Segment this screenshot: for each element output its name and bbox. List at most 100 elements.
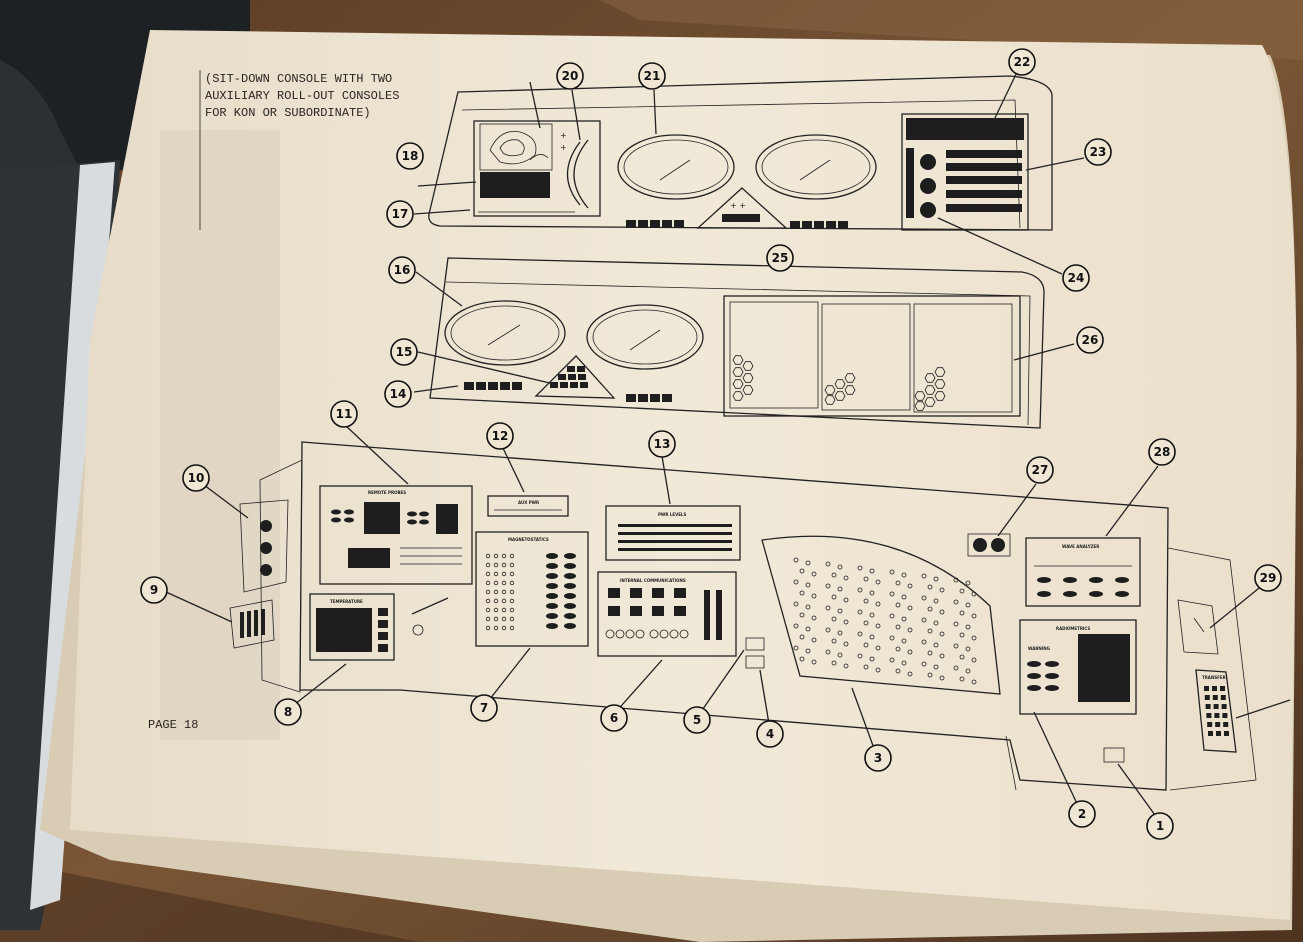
callout-2: 2 [1068,800,1096,828]
callout-number: 11 [336,407,353,421]
callout-12: 12 [486,422,514,450]
internal-communications-panel: INTERNAL COMMUNICATIONS [597,571,737,657]
callout-25: 25 [766,244,794,272]
callout-number: 12 [492,429,509,443]
right-wing-slot-panel [1177,599,1219,655]
callout-number: 18 [402,149,419,163]
transfer-label: TRANSFER [1202,675,1226,680]
callout-24: 24 [1062,264,1090,292]
callout-16: 16 [388,256,416,284]
callout-number: 23 [1090,145,1107,159]
callout-26: 26 [1076,326,1104,354]
callout-number: 3 [874,751,882,765]
callout-number: 1 [1156,819,1164,833]
bleed-through-text [160,130,280,740]
callout-15: 15 [390,338,418,366]
callout-28: 28 [1148,438,1176,466]
callout-leader-lines [165,69,1291,823]
callout-number: 27 [1032,463,1049,477]
middle-triangle-keypad [534,355,616,399]
pwr-levels-panel: PWR LEVELS [605,505,741,561]
callout-number: 28 [1154,445,1171,459]
toggle-switch-4 [745,655,765,669]
callout-number: 5 [693,713,701,727]
callout-29: 29 [1254,564,1282,592]
temperature-label: TEMPERATURE [330,599,363,604]
oval-viewscreen-2 [755,134,877,200]
document-page [40,30,1297,942]
middle-key-row-right [626,394,672,402]
svg-text:+: + [560,143,567,152]
twin-knobs [967,533,1011,557]
page-number: PAGE 18 [148,718,198,732]
temperature-panel: TEMPERATURE [309,593,449,661]
oval-screen-left [444,300,566,366]
fan-shaped-control-panel [761,535,1001,695]
callout-number: 26 [1082,333,1099,347]
callout-number: 14 [390,387,407,401]
callout-7: 7 [470,694,498,722]
internal-communications-label: INTERNAL COMMUNICATIONS [620,578,686,583]
callout-3: 3 [864,744,892,772]
callout-13: 13 [648,430,676,458]
center-triangle-panel [696,187,788,229]
left-wing-dial-panel [239,499,289,593]
callout-17: 17 [386,200,414,228]
callout-number: 25 [772,251,789,265]
callout-27: 27 [1026,456,1054,484]
svg-text:+ +: + + [730,201,746,210]
top-key-row-right [790,221,848,229]
callout-number: 24 [1068,271,1085,285]
callout-number: 7 [480,701,488,715]
remote-probes-label: REMOTE PROBES [368,490,406,495]
header-line-2: AUXILIARY ROLL-OUT CONSOLES [205,89,399,103]
magnetostatics-panel: MAGNETOSTATICS [475,531,589,647]
oval-screen-right [586,304,704,370]
radiometrics-label: RADIOMETRICS [1056,626,1090,631]
upper-auxiliary-console: + + + + [428,75,1053,231]
callout-10: 10 [182,464,210,492]
top-key-row-left [626,220,684,228]
callout-5: 5 [683,706,711,734]
callout-number: 9 [150,583,158,597]
callout-number: 10 [188,471,205,485]
callout-number: 4 [766,727,774,741]
callout-4: 4 [756,720,784,748]
header-line-1: (SIT-DOWN CONSOLE WITH TWO [205,72,392,86]
magnetostatics-label: MAGNETOSTATICS [508,537,549,542]
oval-viewscreen-1 [617,134,735,200]
master-switch [1103,747,1125,763]
hex-grid-panels [723,295,1021,417]
callout-number: 2 [1078,807,1086,821]
callout-number: 16 [394,263,411,277]
callout-number: 20 [562,69,579,83]
middle-key-row-left [464,382,522,390]
left-wing-slot-panel [229,599,275,649]
remote-probes-panel: REMOTE PROBES [319,485,473,585]
main-console: REMOTE PROBES AUX PWR PWR LEVELS [229,441,1257,791]
aux-pwr-label: AUX PWR [518,500,539,505]
callout-number: 17 [392,207,409,221]
callout-number: 13 [654,437,671,451]
lower-auxiliary-console [429,257,1045,429]
top-right-status-panel [901,113,1029,231]
callout-1: 1 [1146,812,1174,840]
aux-pwr-panel: AUX PWR [487,495,569,517]
callout-number: 21 [644,69,661,83]
transfer-keypad-panel: TRANSFER [1195,669,1237,753]
callout-6: 6 [600,704,628,732]
svg-text:+: + [560,131,567,140]
callout-22: 22 [1008,48,1036,76]
callout-20: 20 [556,62,584,90]
radiometrics-panel: RADIOMETRICS WARNING [1019,619,1137,715]
callout-8: 8 [274,698,302,726]
callout-number: 15 [396,345,413,359]
callout-18: 18 [396,142,424,170]
callout-9: 9 [140,576,168,604]
callout-number: 22 [1014,55,1031,69]
pwr-levels-label: PWR LEVELS [658,512,686,517]
callout-number: 29 [1260,571,1277,585]
header-line-3: FOR KON OR SUBORDINATE) [205,106,371,120]
wave-analyzer-label: WAVE ANALYZER [1062,544,1099,549]
